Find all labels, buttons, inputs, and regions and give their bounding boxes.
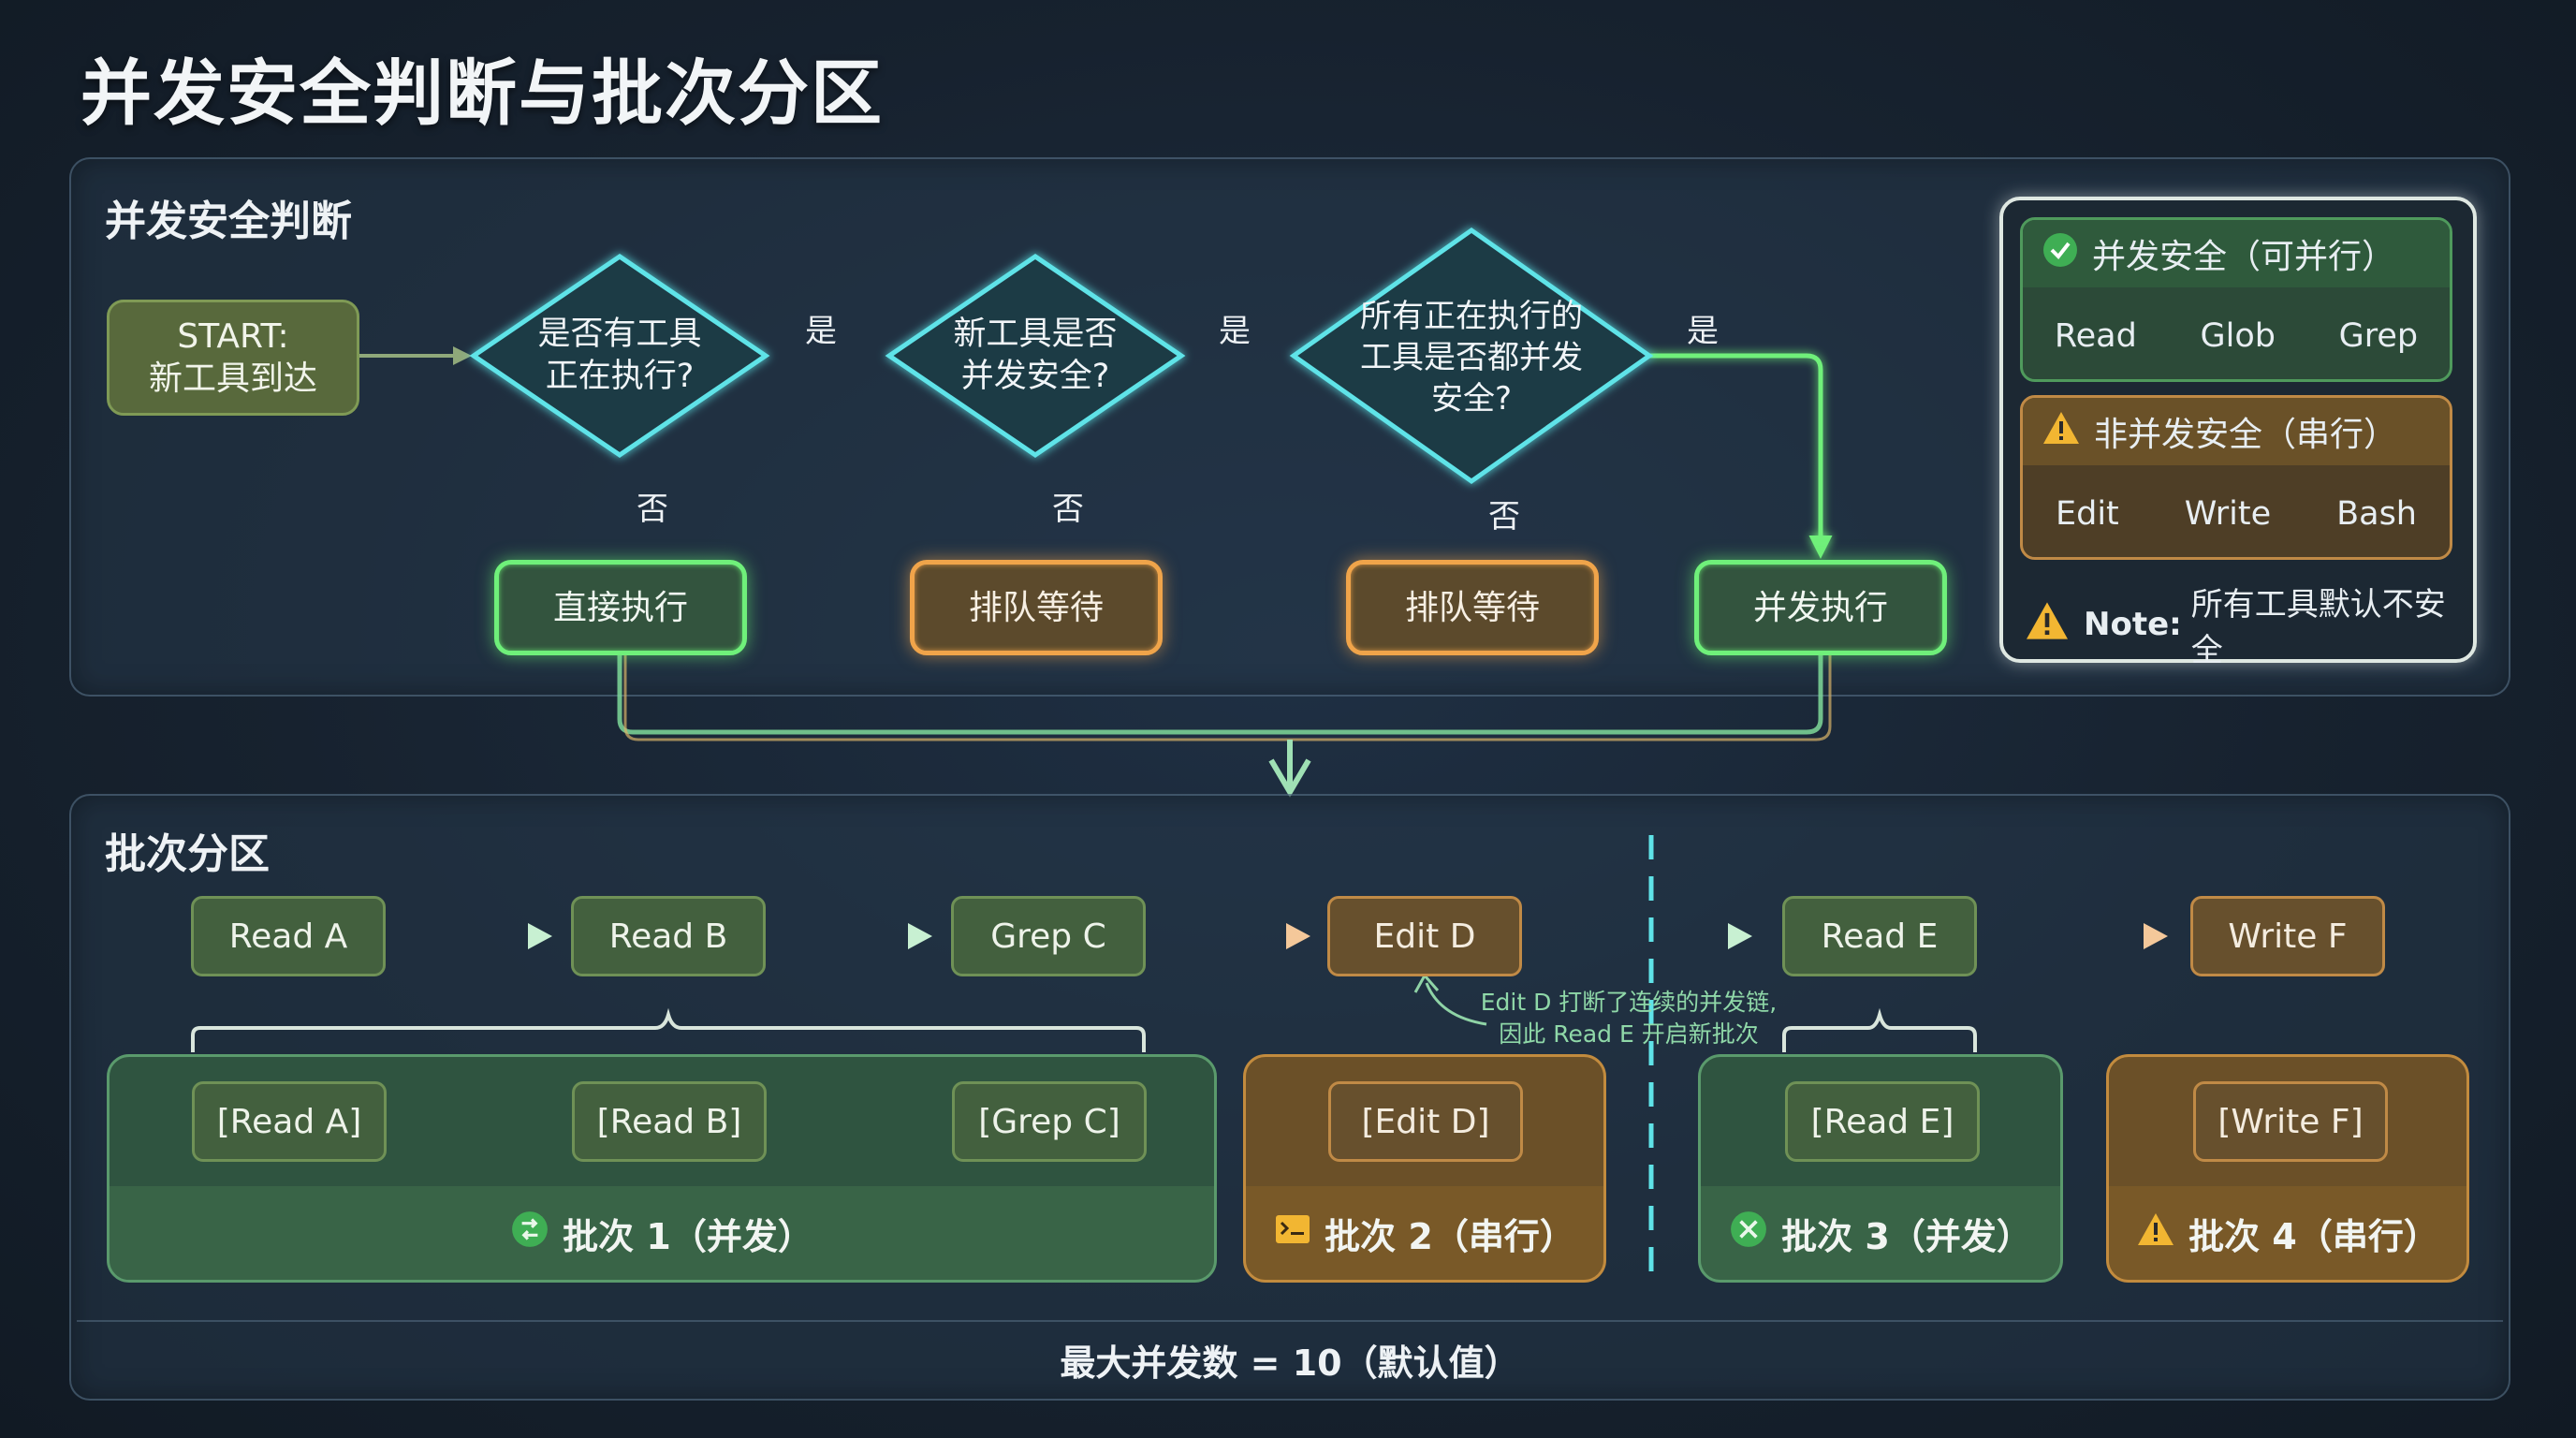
batch-break-annotation: Edit D 打断了连续的并发链, 因此 Read E 开启新批次	[1460, 987, 1797, 1050]
brace-batch-3	[1782, 1007, 1977, 1052]
batch-3-container: [Read E] 批次 3（并发）	[1698, 1054, 2063, 1283]
batch-1-item: [Read B]	[572, 1081, 767, 1162]
decision-3-line2: 工具是否都并发	[1360, 338, 1583, 376]
sequence-item-grep-c: Grep C	[951, 896, 1146, 976]
check-circle-icon	[2042, 231, 2079, 277]
outcome-direct-execute: 直接执行	[494, 560, 747, 655]
seq-arrowhead-2	[908, 923, 932, 949]
warning-icon	[2024, 600, 2071, 650]
decision-1-line2: 正在执行?	[545, 358, 695, 395]
seq-arrowhead-1	[528, 923, 552, 949]
sequence-item-read-a: Read A	[191, 896, 386, 976]
batch-1-container: [Read A] [Read B] [Grep C] 批次 1（并发）	[107, 1054, 1217, 1283]
decision-1-line1: 是否有工具	[537, 315, 702, 353]
decision-2-line2: 并发安全?	[960, 358, 1110, 395]
batch-4-container: [Write F] 批次 4（串行）	[2106, 1054, 2469, 1283]
batch-2-label: 批次 2（串行）	[1325, 1215, 1575, 1257]
legend: 并发安全（可并行） Read Glob Grep 非并发安全（串行） Edit …	[1999, 197, 2477, 669]
warning-icon	[2042, 410, 2081, 454]
brace-batch-1	[191, 1007, 1146, 1052]
max-concurrency-footer: 最大并发数 = 10（默认值）	[77, 1320, 2503, 1397]
annotation-line1: Edit D 打断了连续的并发链,	[1480, 989, 1778, 1016]
decision-2-line1: 新工具是否	[953, 315, 1118, 353]
outcome-queue-wait-2: 排队等待	[1346, 560, 1599, 655]
batch-2-item: [Edit D]	[1328, 1081, 1523, 1162]
seq-arrowhead-3	[1286, 923, 1310, 949]
sequence-connectors	[191, 835, 2168, 1283]
batch-4-footer: 批次 4（串行）	[2109, 1186, 2466, 1280]
batch-1-footer: 批次 1（并发）	[110, 1186, 1214, 1280]
decision-1-text: 是否有工具 正在执行?	[505, 309, 734, 403]
yes-label-1: 是	[805, 313, 837, 350]
start-line2: 新工具到达	[148, 360, 317, 398]
sequence-item-edit-d: Edit D	[1327, 896, 1522, 976]
decision-section-title: 并发安全判断	[105, 198, 352, 245]
decision-3-text: 所有正在执行的 工具是否都并发 安全?	[1322, 292, 1621, 423]
shuffle-icon	[1729, 1210, 1768, 1257]
merge-line-gold	[623, 655, 1832, 741]
legend-note-text: 所有工具默认不安全	[2190, 586, 2446, 669]
legend-safe-tools: Read Glob Grep	[2023, 287, 2450, 379]
legend-unsafe-tool: Bash	[2336, 495, 2417, 533]
merge-arrow-head	[1268, 758, 1311, 798]
warning-icon	[2136, 1211, 2175, 1255]
sequence-item-read-b: Read B	[571, 896, 766, 976]
page-title: 并发安全判断与批次分区	[80, 51, 884, 135]
decision-3-line3: 安全?	[1430, 380, 1513, 418]
decision-3-line1: 所有正在执行的	[1360, 297, 1583, 335]
legend-unsafe-tool: Write	[2184, 495, 2272, 533]
batch-1-label: 批次 1（并发）	[563, 1215, 813, 1257]
start-node: START: 新工具到达	[107, 300, 359, 416]
batch-4-label: 批次 4（串行）	[2188, 1215, 2439, 1257]
seq-arrowhead-4	[1728, 923, 1752, 949]
batch-1-item: [Read A]	[192, 1081, 387, 1162]
batch-section-title: 批次分区	[105, 830, 270, 878]
legend-note-label: Note:	[2084, 606, 2182, 643]
legend-note: Note: 所有工具默认不安全	[2024, 579, 2473, 670]
legend-unsafe-title: 非并发安全（串行）	[2094, 416, 2398, 454]
batch-2-footer: 批次 2（串行）	[1246, 1186, 1603, 1280]
decision-diamond-2	[885, 253, 1186, 459]
yes-label-2: 是	[1219, 313, 1251, 350]
batch-2-container: [Edit D] 批次 2（串行）	[1243, 1054, 1606, 1283]
yes-label-3: 是	[1687, 313, 1719, 350]
merge-line-green	[617, 655, 1823, 735]
outcome-parallel-execute: 并发执行	[1694, 560, 1947, 655]
legend-safe-title: 并发安全（可并行）	[2092, 238, 2396, 276]
batch-3-label: 批次 3（并发）	[1781, 1215, 2032, 1257]
terminal-icon	[1274, 1212, 1311, 1254]
legend-safe-box: 并发安全（可并行） Read Glob Grep	[2020, 217, 2452, 382]
no-label-3: 否	[1488, 498, 1520, 536]
annotation-line2: 因此 Read E 开启新批次	[1499, 1020, 1759, 1048]
legend-unsafe-box: 非并发安全（串行） Edit Write Bash	[2020, 395, 2452, 560]
batch-1-item: [Grep C]	[952, 1081, 1147, 1162]
decision-2-text: 新工具是否 并发安全?	[921, 309, 1149, 403]
batch-3-item: [Read E]	[1785, 1081, 1980, 1162]
decision-diamond-1	[469, 253, 770, 459]
annotation-arrow	[1425, 982, 1487, 1026]
outcome-queue-wait-1: 排队等待	[910, 560, 1163, 655]
legend-unsafe-header: 非并发安全（串行）	[2023, 398, 2450, 465]
legend-unsafe-tool: Edit	[2055, 495, 2119, 533]
start-line1: START:	[177, 317, 289, 356]
batch-3-footer: 批次 3（并发）	[1701, 1186, 2060, 1280]
parallel-icon	[510, 1210, 549, 1257]
legend-safe-header: 并发安全（可并行）	[2023, 220, 2450, 287]
sequence-item-write-f: Write F	[2190, 896, 2385, 976]
legend-safe-tool: Glob	[2200, 317, 2276, 355]
no-label-1: 否	[637, 491, 668, 528]
sequence-item-read-e: Read E	[1782, 896, 1977, 976]
batch-4-item: [Write F]	[2193, 1081, 2388, 1162]
no-label-2: 否	[1052, 491, 1084, 528]
legend-unsafe-tools: Edit Write Bash	[2023, 465, 2450, 557]
decision-diamond-3	[1289, 227, 1654, 485]
flowchart-connectors	[359, 227, 1833, 798]
legend-safe-tool: Read	[2054, 317, 2137, 355]
seq-arrowhead-5	[2144, 923, 2168, 949]
arrow-d3-to-parallel	[1647, 353, 1833, 559]
legend-safe-tool: Grep	[2338, 317, 2419, 355]
